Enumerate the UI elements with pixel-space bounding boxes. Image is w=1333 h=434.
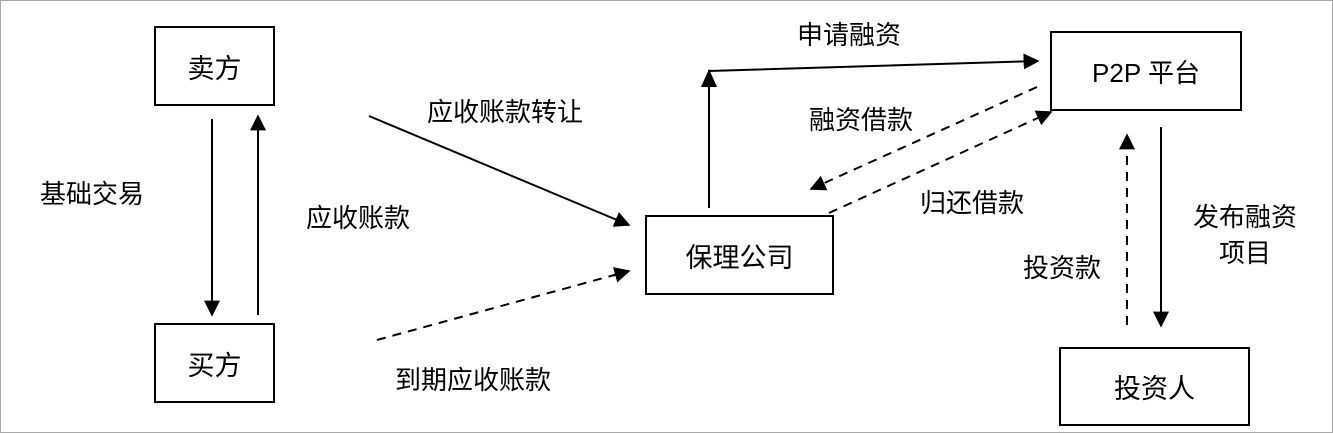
- label-financing-loan: 融资借款: [809, 106, 914, 136]
- label-publish-line1: 发布融资: [1192, 203, 1297, 233]
- label-receivable-transfer: 应收账款转让: [427, 98, 584, 128]
- label-receivable: 应收账款: [306, 204, 411, 234]
- node-seller: 卖方: [154, 26, 275, 106]
- label-repay-loan: 归还借款: [920, 189, 1025, 219]
- arrow-seller-to-factoring: [368, 115, 631, 227]
- label-investment: 投资款: [1023, 254, 1102, 284]
- label-apply-financing: 申请融资: [797, 21, 902, 51]
- arrow-buyer-to-factoring: [376, 267, 631, 341]
- node-buyer: 买方: [154, 323, 275, 403]
- arrow-factoring-repay-to-platform: [828, 110, 1053, 214]
- node-investor: 投资人: [1059, 347, 1250, 426]
- node-factoring-company: 保理公司: [645, 215, 834, 295]
- label-publish-project: 发布融资 项目: [1181, 200, 1309, 272]
- arrowhead-elbow-up: [701, 69, 717, 87]
- label-basic-trade: 基础交易: [40, 180, 145, 210]
- label-publish-line2: 项目: [1218, 239, 1271, 269]
- label-due-receivable: 到期应收账款: [395, 366, 552, 396]
- node-p2p-platform: P2P 平台: [1050, 31, 1242, 111]
